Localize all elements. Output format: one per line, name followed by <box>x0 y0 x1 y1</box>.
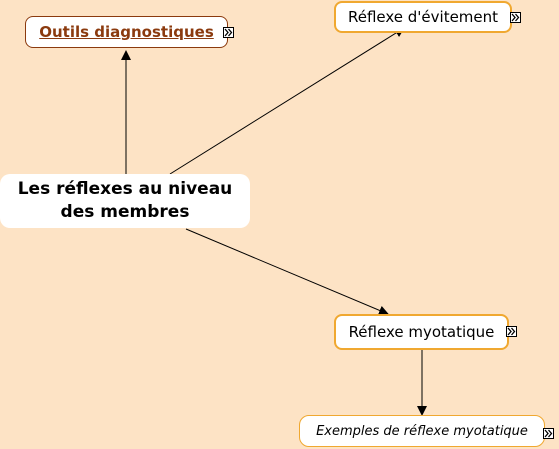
node-main-concept-label: Les réflexes au niveau des membres <box>17 179 233 222</box>
node-reflexe-evitement[interactable]: Réflexe d'évitement <box>334 1 512 33</box>
node-exemples-reflexe-myotatique-label: Exemples de réflexe myotatique <box>316 423 528 439</box>
node-outils-diagnostiques-label[interactable]: Outils diagnostiques <box>39 23 214 41</box>
edge-main-to-myotatique <box>185 228 389 316</box>
double-chevron-right-icon[interactable] <box>506 326 517 337</box>
double-chevron-right-icon[interactable] <box>510 12 521 23</box>
node-reflexe-myotatique-label: Réflexe myotatique <box>348 323 495 341</box>
double-chevron-right-icon[interactable] <box>543 428 554 439</box>
node-exemples-reflexe-myotatique[interactable]: Exemples de réflexe myotatique <box>299 415 545 447</box>
edge-main-to-evitement <box>169 27 405 175</box>
node-outils-diagnostiques[interactable]: Outils diagnostiques <box>25 16 228 48</box>
node-main-concept[interactable]: Les réflexes au niveau des membres <box>0 174 250 228</box>
node-reflexe-evitement-label: Réflexe d'évitement <box>347 8 499 26</box>
double-chevron-right-icon[interactable] <box>223 27 234 38</box>
node-reflexe-myotatique[interactable]: Réflexe myotatique <box>334 314 509 350</box>
